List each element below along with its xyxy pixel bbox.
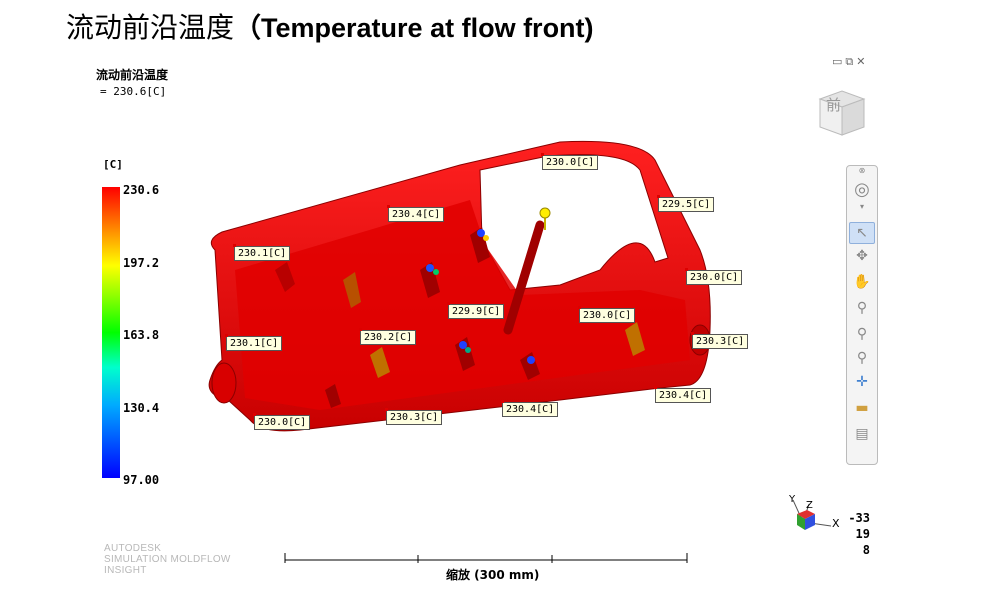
legend-label-min: 97.00 [123,473,160,487]
zoom-icon[interactable]: ⚲ [856,300,868,316]
probe-label: 230.0[C] [540,153,599,170]
result-name: 流动前沿温度 [96,68,169,82]
slide-title: 流动前沿温度（Temperature at flow front) [66,6,594,46]
view-cube[interactable] [812,85,868,141]
slide-title-english: （Temperature at flow front) [234,13,594,43]
center-icon[interactable]: ✛ [856,374,868,390]
result-value: = 230.6[C] [100,85,167,98]
legend-label-max: 230.6 [123,183,160,197]
probe-label: 230.1[C] [224,334,283,351]
probe-label: 230.3[C] [690,332,749,349]
close-icon[interactable]: ✕ [856,55,869,68]
screenshot-icon[interactable]: ▤ [855,426,869,442]
measure-icon[interactable]: ▬ [855,400,869,416]
autodesk-watermark: AUTODESK SIMULATION MOLDFLOW INSIGHT [104,543,231,576]
probe-label: 229.9[C] [446,302,505,319]
minimize-icon[interactable]: ▭ [832,55,846,68]
brand-line: INSIGHT [104,565,147,576]
zoom-window-icon[interactable]: ⚲ [856,326,868,342]
probe-label: 230.0[C] [684,268,743,285]
legend-unit: [C] [103,158,123,171]
restore-icon[interactable]: ⧉ [845,55,857,68]
rotation-y: 19 [855,527,870,541]
axis-x-label: X [832,517,840,530]
steering-wheel-icon[interactable]: ◎ [854,179,870,200]
rotation-x: -33 [848,511,870,525]
axis-y-label: Y [789,494,796,505]
window-controls: ▭⧉✕ [832,55,868,69]
navigation-bar: ⊗ ◎ ▾ ↖ ✥ ✋ ⚲ ⚲ ⚲ ✛ ▬ ▤ [846,165,878,465]
legend-label-4: 130.4 [123,401,160,415]
pan-hand-icon[interactable]: ✋ [853,274,871,290]
legend-label-2: 197.2 [123,256,160,270]
probe-label: 230.2[C] [358,328,417,345]
probe-label: 230.0[C] [577,306,636,323]
probe-label: 230.1[C] [232,244,291,261]
probe-label: 229.5[C] [656,195,715,212]
zoom-extents-icon[interactable]: ⚲ [856,350,868,366]
color-legend-bar [102,187,120,478]
axis-triad [792,499,832,530]
close-icon[interactable]: ⊗ [858,166,866,175]
chevron-down-icon[interactable]: ▾ [859,202,864,211]
axis-z-label: Z [806,500,813,511]
rotation-readout: -33 19 8 [848,510,870,558]
slide-title-chinese: 流动前沿温度 [66,11,235,44]
rotation-z: 8 [862,543,870,557]
part-body [208,140,711,432]
scale-label: 缩放 (300 mm) [446,568,540,582]
brand-line: AUTODESK [104,543,162,554]
probe-label: 230.4[C] [500,400,559,417]
probe-label: 230.4[C] [653,386,712,403]
select-arrow-icon[interactable]: ↖ [849,222,875,244]
scale-bar [284,553,688,563]
brand-line: SIMULATION MOLDFLOW [104,554,231,565]
probe-label: 230.4[C] [386,205,445,222]
probe-label: 230.0[C] [252,413,311,430]
legend-label-3: 163.8 [123,328,160,342]
probe-label: 230.3[C] [384,408,443,425]
rotate-icon[interactable]: ✥ [856,248,868,264]
view-cube-face-label: 前 [826,96,842,114]
